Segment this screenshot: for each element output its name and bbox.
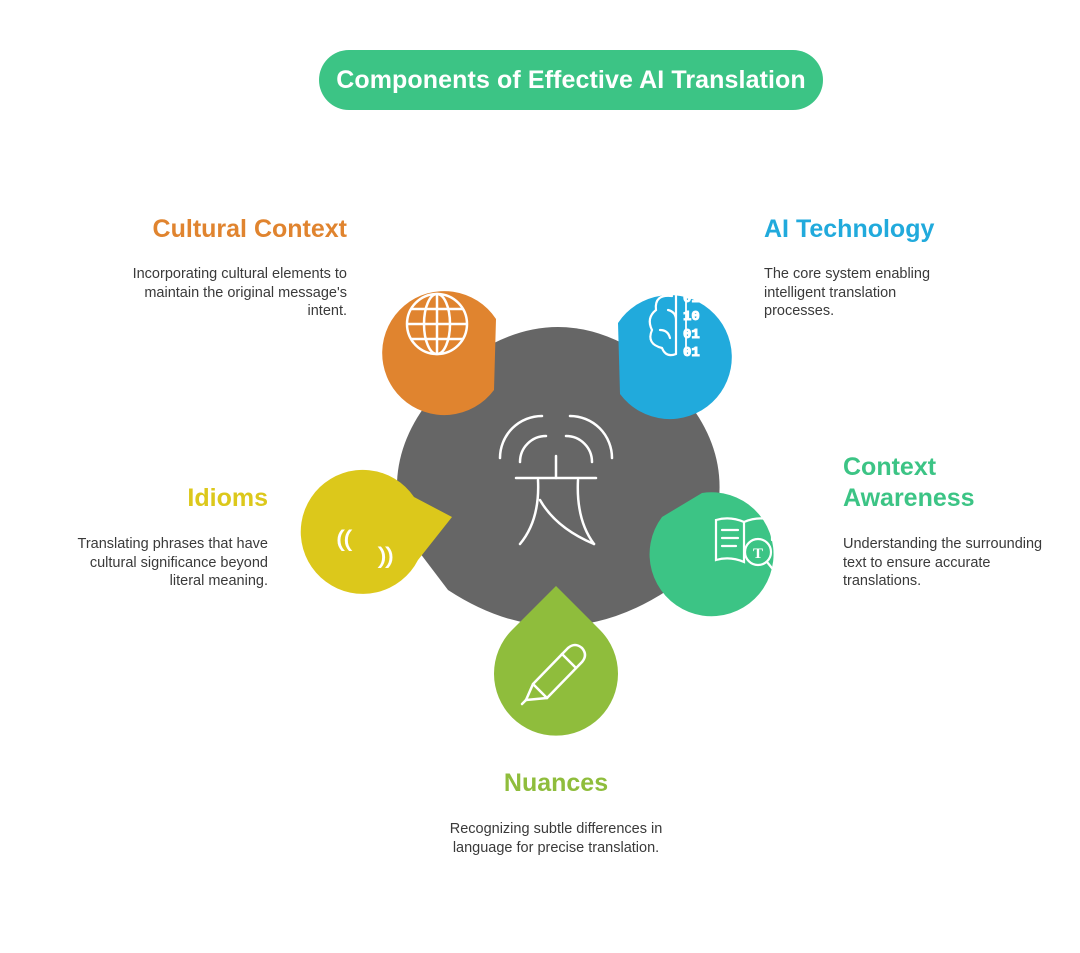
binary-row: 01: [683, 327, 700, 343]
idioms-petal: [300, 469, 452, 594]
idioms-description: Translating phrases that have cultural s…: [77, 536, 269, 589]
diagram-title: Components of Effective AI Translation: [319, 50, 823, 110]
binary-row: 01: [683, 291, 700, 307]
nuances-label: Nuances: [503, 769, 609, 797]
quote-open: ((: [337, 526, 352, 551]
nuances-description: Recognizing subtle differences in langua…: [449, 821, 663, 856]
ai-technology-description: The core system enabling intelligent tra…: [764, 266, 931, 319]
ai-technology-label: AI Technology: [764, 215, 935, 243]
globe-icon: [405, 292, 469, 356]
cultural-context-label: Cultural Context: [152, 215, 347, 243]
cultural-context-description: Incorporating cultural elements to maint…: [132, 266, 347, 319]
context-awareness-description: Understanding the surrounding text to en…: [843, 536, 1043, 589]
binary-row: 10: [683, 309, 700, 325]
binary-row: 01: [683, 345, 700, 361]
book-search-icon: T: [714, 517, 778, 575]
context-petal: [649, 492, 774, 617]
pen-icon: [520, 643, 587, 706]
quote-close: )): [379, 543, 394, 568]
book-letter: T: [753, 546, 763, 562]
quotes-icon: (( )): [336, 526, 394, 569]
idioms-label: Idioms: [187, 484, 268, 512]
brain-binary-icon: 01 10 01 01: [648, 291, 700, 362]
context-awareness-label: Context Awareness: [843, 453, 975, 512]
translation-hub-icon: [498, 414, 614, 546]
ai-petal: [618, 295, 732, 420]
